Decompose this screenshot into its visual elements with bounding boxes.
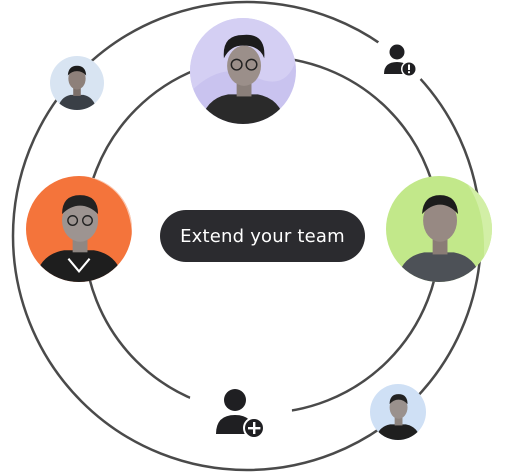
person-photo xyxy=(370,384,426,440)
user-alert-icon xyxy=(372,32,428,88)
person-photo xyxy=(50,56,104,110)
extend-team-button[interactable]: Extend your team xyxy=(160,210,365,262)
person-photo xyxy=(190,18,296,124)
avatar-left xyxy=(26,176,132,282)
user-add-icon[interactable] xyxy=(188,360,292,464)
avatar-right xyxy=(386,176,492,282)
avatar-bottom-right xyxy=(370,384,426,440)
person-photo xyxy=(386,176,492,282)
avatar-top-left xyxy=(50,56,104,110)
avatar-top-center xyxy=(190,18,296,124)
person-photo xyxy=(26,176,132,282)
